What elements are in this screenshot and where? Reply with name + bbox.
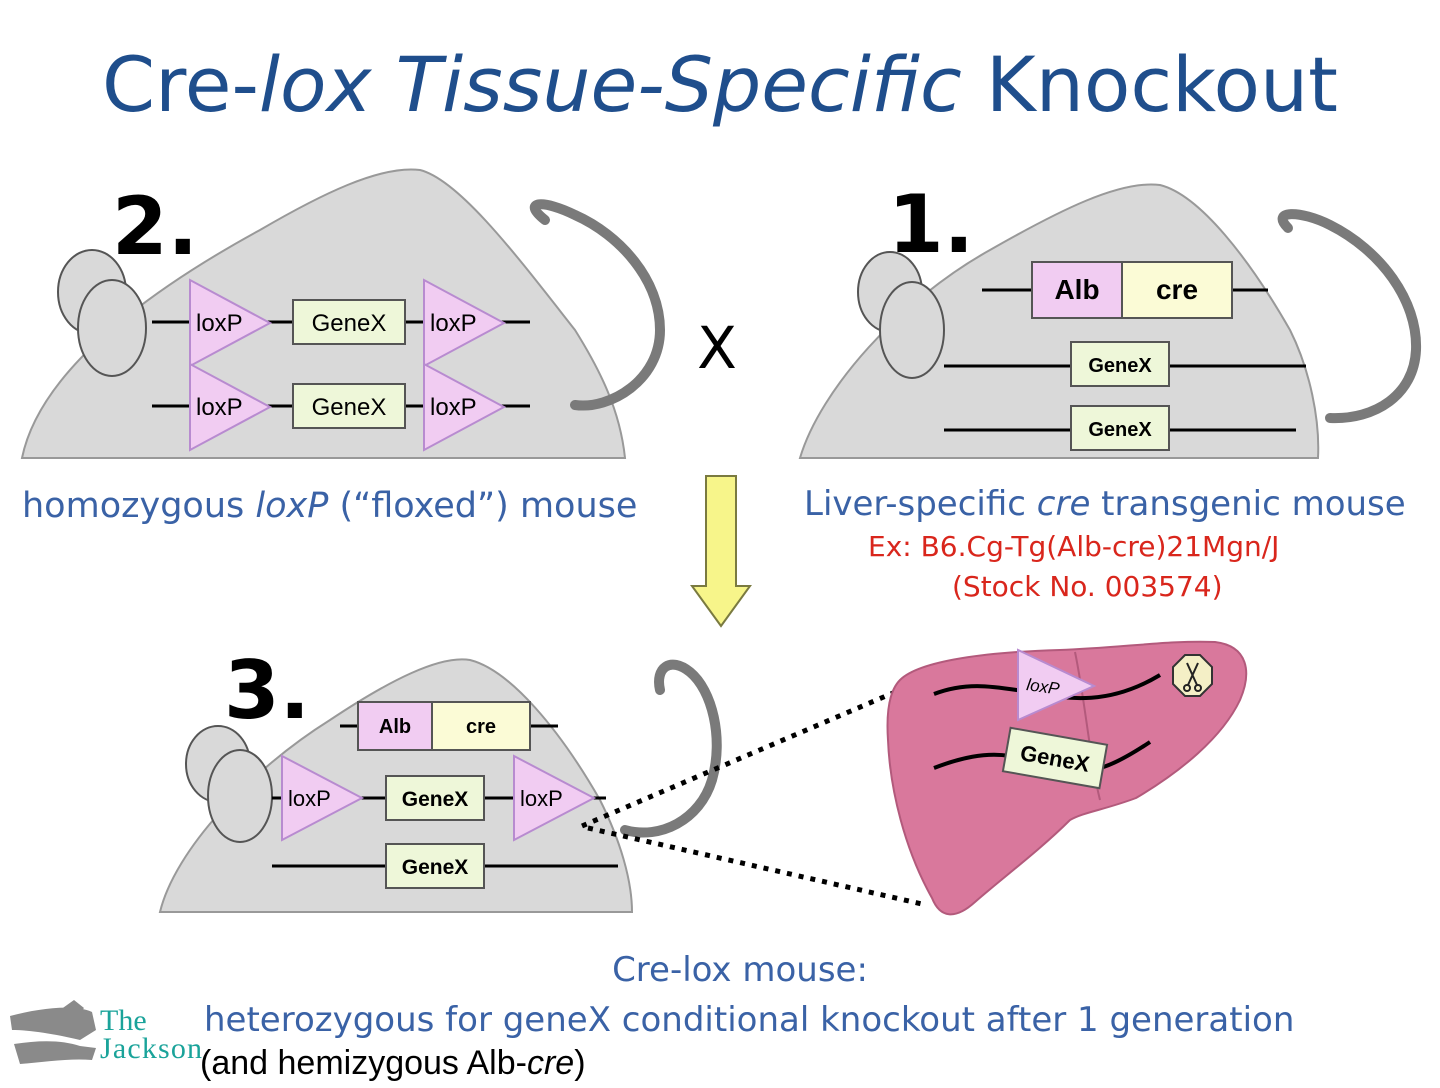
title-part-3: Knockout (961, 40, 1338, 129)
loxp-triangle (189, 362, 273, 452)
mouse-silhouette-icon (10, 1000, 96, 1064)
cre-box (431, 701, 531, 751)
mouse-1-caption-a: Liver-specific (804, 484, 1037, 524)
title-part-2: lox Tissue-Specific (258, 40, 962, 129)
genex-box (385, 843, 485, 889)
mouse-1-caption-c: transgenic mouse (1090, 484, 1406, 524)
zoom-line-lower (587, 825, 923, 907)
mouse-2-ear-front (77, 279, 147, 377)
genex-label: GeneX (312, 394, 387, 421)
liver-loxp-label: loxP (1025, 675, 1061, 699)
genex-label: GeneX (1088, 419, 1152, 441)
mouse-2-caption: homozygous loxP (“floxed”) mouse (22, 486, 637, 526)
loxp-triangle (189, 278, 273, 368)
loxp-label: loxP (430, 310, 477, 337)
page-title: Cre-lox Tissue-Specific Knockout (0, 40, 1440, 129)
genex-box (1070, 341, 1170, 387)
liver-genex-box (1001, 726, 1109, 790)
mouse-2-caption-a: homozygous (22, 486, 256, 526)
down-arrow (690, 475, 752, 628)
mouse-3-caption-line-3-c: ) (574, 1044, 586, 1082)
liver-loxp-triangle (1017, 648, 1097, 722)
mouse-1-example: Ex: B6.Cg-Tg(Alb-cre)21Mgn/J (868, 530, 1280, 563)
mouse-3-caption-line-3: (and hemizygous Alb-cre) (200, 1044, 586, 1083)
title-part-1: Cre- (102, 40, 259, 129)
loxp-label: loxP (288, 786, 331, 811)
scissors-icon (1183, 662, 1202, 692)
mouse-1-caption: Liver-specific cre transgenic mouse (804, 484, 1406, 524)
genex-box (385, 775, 485, 821)
mouse-3-number: 3. (224, 644, 310, 737)
genex-label: GeneX (312, 310, 387, 337)
genex-label: GeneX (402, 788, 469, 811)
jackson-logo: The Jackson (10, 1000, 202, 1065)
cre-label: cre (1156, 274, 1198, 305)
mouse-1-stock-number: (Stock No. 003574) (952, 570, 1223, 603)
loxp-label: loxP (520, 786, 563, 811)
mouse-2-caption-b: loxP (255, 486, 329, 526)
mouse-1-cre: Alb cre GeneX GeneX 1. (798, 178, 1422, 459)
mouse-1-number: 1. (888, 178, 974, 271)
mouse-3-ear-front (207, 749, 273, 843)
mouse-1-ear-front (879, 281, 945, 379)
genex-box (292, 383, 406, 429)
mouse-3-caption-line-3-b: cre (526, 1044, 575, 1082)
mouse-2-floxed: loxP GeneX loxP loxP GeneX loxP 2. (20, 168, 666, 459)
loxp-triangle (423, 362, 507, 452)
loxp-triangle (423, 278, 507, 368)
mouse-1-caption-b: cre (1036, 484, 1091, 524)
genex-label: GeneX (402, 856, 469, 879)
logo-line-1: The (100, 1004, 147, 1037)
loxp-triangle (281, 754, 365, 842)
mouse-3-caption-line-3-a: (and hemizygous Alb- (200, 1044, 527, 1082)
alb-label: Alb (1054, 274, 1099, 305)
loxp-label: loxP (196, 394, 243, 421)
genex-label: GeneX (1088, 355, 1152, 377)
liver-illustration: loxP GeneX (886, 640, 1248, 916)
loxp-label: loxP (430, 394, 477, 421)
loxp-label: loxP (196, 310, 243, 337)
mouse-2-caption-c: (“floxed”) mouse (328, 486, 638, 526)
genex-box (1070, 405, 1170, 451)
mouse-2-tail (529, 199, 666, 411)
mouse-2-number: 2. (112, 180, 198, 273)
loxp-triangle (513, 754, 597, 842)
cre-label: cre (466, 716, 496, 738)
mouse-3-tail (620, 659, 722, 838)
mouse-1-tail (1277, 209, 1422, 424)
cross-symbol: X (697, 314, 737, 382)
mouse-3-caption-line-1: Cre-lox mouse: (612, 950, 868, 990)
cre-box (1121, 261, 1233, 319)
genex-box (292, 299, 406, 345)
mouse-3-crelox: Alb cre loxP GeneX loxP GeneX 3. (158, 644, 722, 913)
logo-line-2: Jackson (100, 1032, 202, 1065)
mouse-3-caption-line-2: heterozygous for geneX conditional knock… (204, 1000, 1295, 1040)
zoom-line-upper (581, 687, 901, 829)
liver-chromosome-2 (933, 752, 1011, 770)
alb-promoter-box (1031, 261, 1123, 319)
alb-label: Alb (379, 716, 411, 738)
